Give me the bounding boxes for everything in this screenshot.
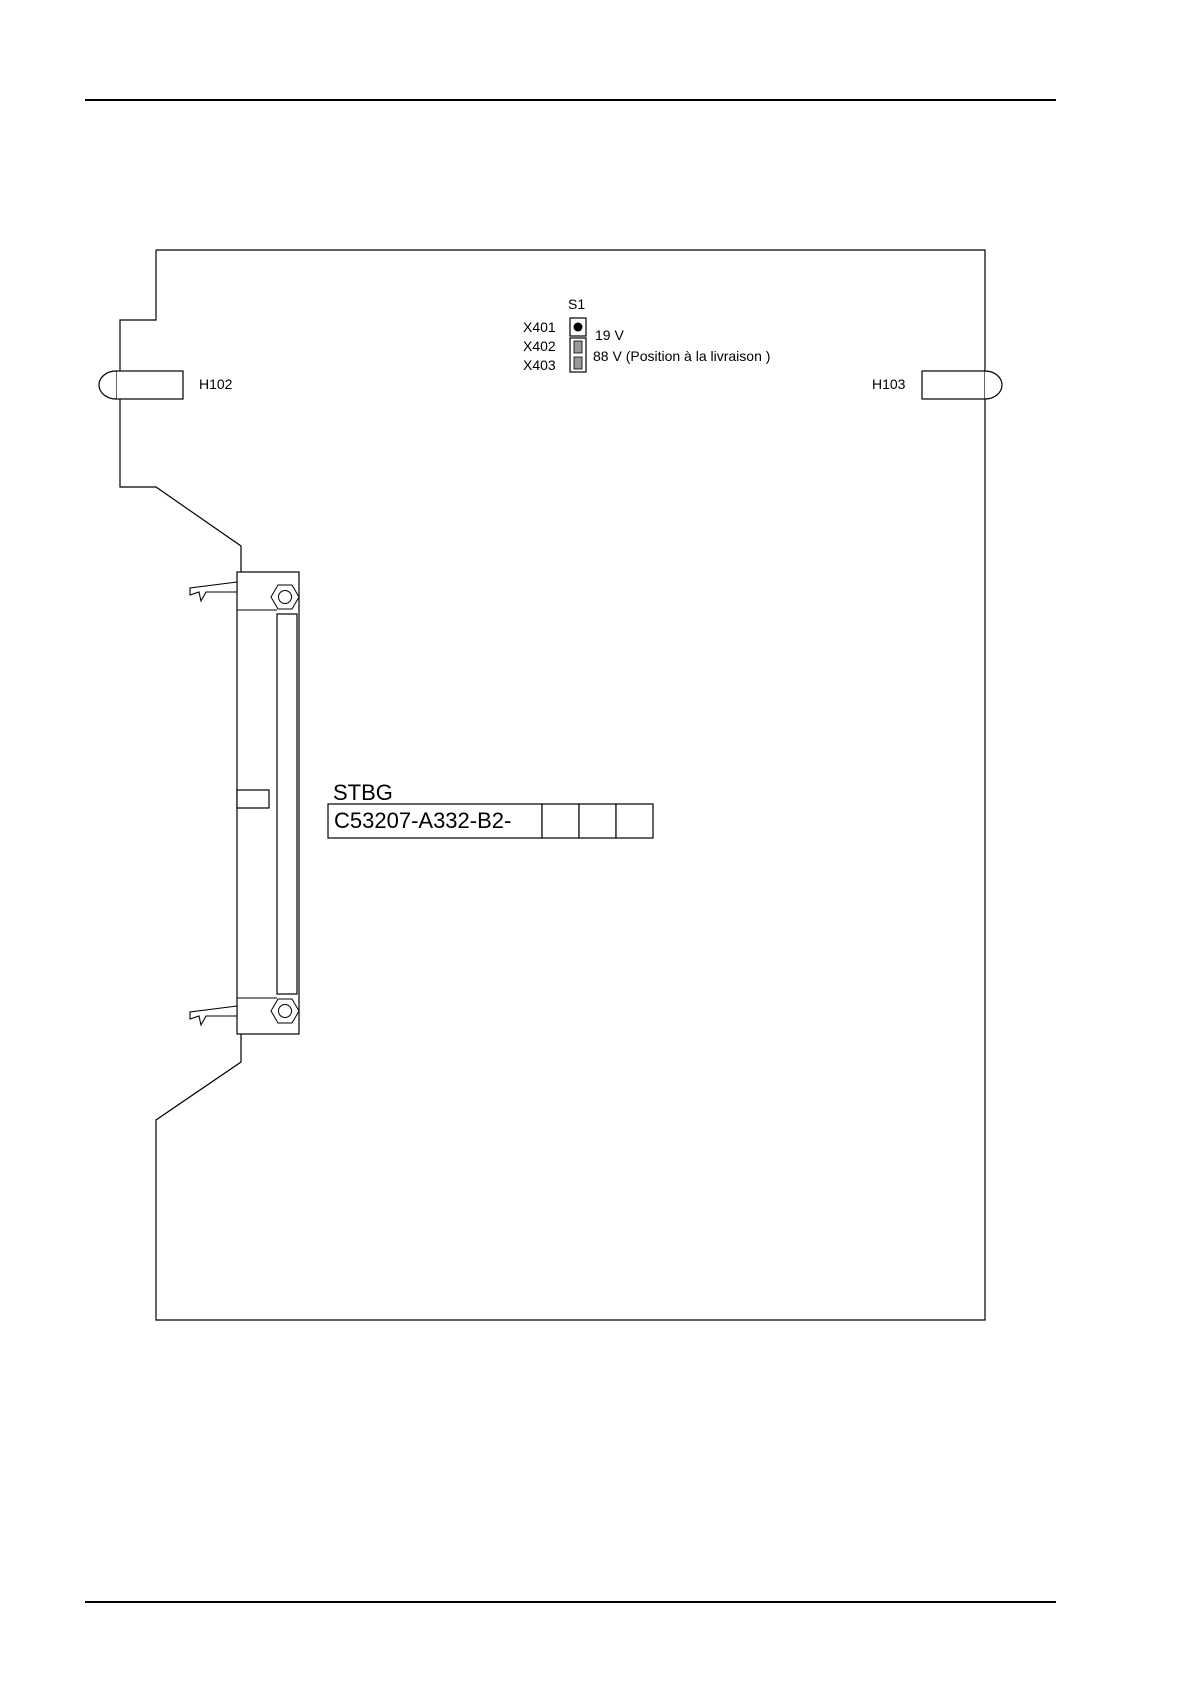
jumper-x402-x403 [570,338,586,372]
jumper-x401 [570,318,586,336]
board-name: STBG [333,780,393,805]
latch-top [190,582,237,601]
footer-rule [85,1601,1056,1603]
backplane-connector [237,572,299,1034]
pin-label-x403: X403 [523,357,556,373]
led-label-right: H103 [872,376,906,392]
option-88v: 88 V (Position à la livraison ) [593,348,770,364]
pin-label-x402: X402 [523,338,556,354]
latch-bottom [190,1006,237,1025]
switch-label: S1 [568,296,585,312]
pin-label-x401: X401 [523,319,556,335]
led-label-left: H102 [199,376,233,392]
led-h102 [99,371,183,399]
part-number: C53207-A332-B2- [334,808,511,833]
variant-box-3 [616,804,653,838]
variant-box-1 [542,804,579,838]
option-19v: 19 V [595,327,624,343]
variant-box-2 [579,804,616,838]
led-h103 [922,371,1002,399]
